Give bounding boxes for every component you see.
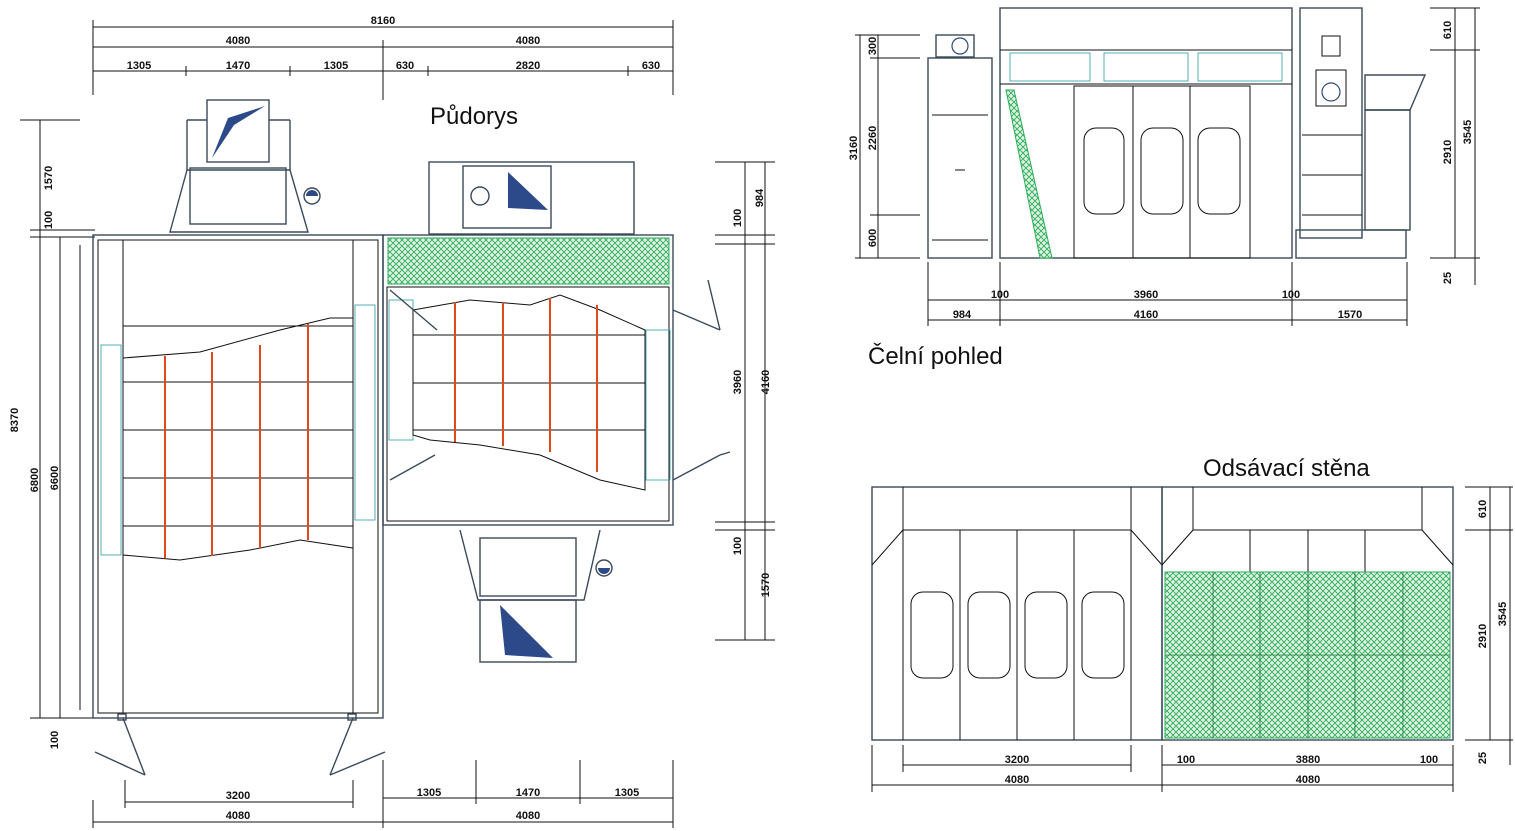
plan-right-dimensions: 984 100 3960 4160 100 1570 [715,161,775,641]
dim-half-left: 4080 [226,35,250,47]
front-dim-b4160: 4160 [1134,309,1158,321]
exhaust-dim-l4080: 4080 [1005,774,1029,786]
front-dim-3160: 3160 [848,136,860,160]
dim-left-b: 1470 [226,60,250,72]
dim-left-h2: 100 [43,211,55,229]
dim-right-c: 630 [642,60,660,72]
dim-left-total: 8370 [9,408,21,432]
exhaust-title: Odsávací stěna [1203,455,1370,482]
plan-left-dimensions: 1570 100 8370 6800 6600 100 [9,119,95,749]
exhaust-dim-r100b: 100 [1420,754,1438,766]
exhaust-dim-l3200: 3200 [1005,754,1029,766]
dim-bottom-r1: 1305 [417,787,441,799]
front-title: Čelní pohled [868,342,1003,370]
front-dim-2260: 2260 [867,126,879,150]
dim-left-h3: 100 [49,731,61,749]
dim-right-v5: 100 [732,537,744,555]
right-fan-unit [387,161,670,285]
front-dim-b100b: 100 [1282,289,1300,301]
front-dim-r25: 25 [1442,272,1454,284]
dim-left-h1: 1570 [43,166,55,190]
left-fan-unit [169,99,321,233]
dim-right-a: 630 [396,60,414,72]
exhaust-dim-r100a: 100 [1177,754,1195,766]
exhaust-dim-r3880: 3880 [1296,754,1320,766]
bottom-fan-unit [459,529,613,663]
plan-bottom-dimensions: 3200 4080 1305 1470 1305 4080 [92,760,674,828]
dim-right-v3: 3960 [732,370,744,394]
exhaust-view: Odsávací stěna 610 2910 [871,455,1513,792]
front-dim-b984: 984 [953,309,972,321]
plan-view: 8160 4080 4080 1305 1470 1305 630 2820 6… [9,15,775,828]
exhaust-dim-r610: 610 [1477,500,1489,518]
dim-right-v2: 100 [732,209,744,227]
front-dim-b1570: 1570 [1338,309,1362,321]
right-booth [382,234,731,526]
front-dim-b100a: 100 [991,289,1009,301]
front-dim-r610: 610 [1442,21,1454,39]
exhaust-dim-r4080: 4080 [1296,774,1320,786]
dim-left-inner2: 6600 [49,466,61,490]
dim-bottom-r2: 1470 [516,787,540,799]
dim-half-right: 4080 [516,35,540,47]
dim-right-v1: 984 [754,188,766,207]
dim-bottom-left: 4080 [226,810,250,822]
left-booth [92,234,386,776]
front-dim-r2910: 2910 [1442,140,1454,164]
front-dim-r3545: 3545 [1462,120,1474,144]
dim-total-width: 8160 [371,15,395,27]
dim-right-v4: 4160 [760,370,772,394]
dim-left-a: 1305 [127,60,151,72]
dim-left-c: 1305 [324,60,348,72]
exhaust-dim-r3545: 3545 [1497,602,1509,626]
front-dim-b3960: 3960 [1134,289,1158,301]
plan-top-dimensions: 8160 4080 4080 1305 1470 1305 630 2820 6… [92,15,674,100]
front-dim-600: 600 [867,229,879,247]
dim-right-b: 2820 [516,60,540,72]
dim-right-v6: 1570 [760,573,772,597]
dim-left-inner1: 6800 [29,468,41,492]
plan-title: Půdorys [430,103,518,130]
exhaust-dim-r2910: 2910 [1477,624,1489,648]
exhaust-dim-r25: 25 [1477,752,1489,764]
dim-bottom-door: 3200 [226,790,250,802]
dim-bottom-r3: 1305 [615,787,639,799]
front-dim-300: 300 [867,37,879,55]
front-view: 300 3160 2260 600 [848,7,1480,370]
dim-bottom-right: 4080 [516,810,540,822]
